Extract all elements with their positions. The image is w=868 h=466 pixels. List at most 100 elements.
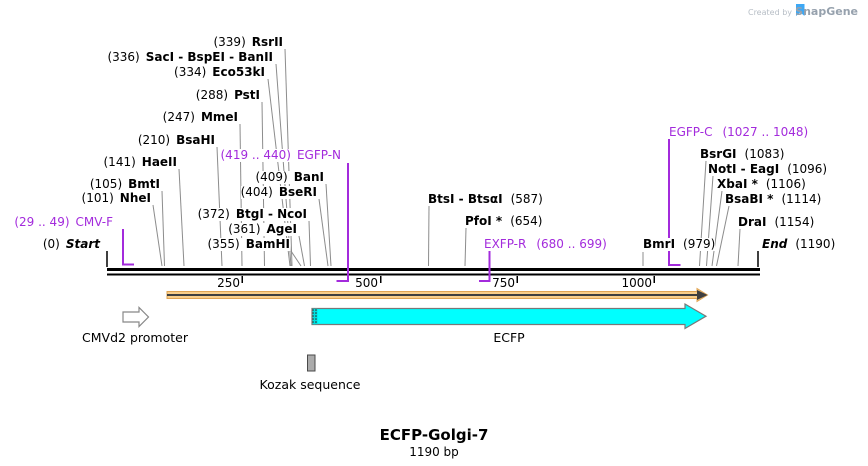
ruler-label-500: 500 [355, 276, 378, 290]
site-pos: (372) [197, 207, 230, 221]
kozak-box[interactable] [307, 354, 316, 372]
primer-label-cmv-f[interactable]: (29 .. 49) CMV-F [14, 216, 113, 229]
ruler-tick-1000 [653, 276, 655, 283]
site-name: PstI [234, 88, 260, 102]
primer-label-exfp-r[interactable]: EXFP-R(680 .. 699) [484, 238, 607, 251]
cmvd2-promoter-arrow[interactable] [122, 306, 150, 328]
site-label-bmti[interactable]: (105) BmtI [89, 177, 160, 191]
site-label-bseri[interactable]: (404) BseRI [240, 185, 317, 199]
marker-pos: (1190) [795, 237, 836, 251]
site-label-bsabi[interactable]: BsaBI *(1114) [725, 192, 822, 206]
ecfp-arrow-stippled-edge [312, 308, 318, 325]
connector-btsgrp [428, 205, 430, 267]
connector-notgrp [706, 175, 714, 267]
primer-mark-egfp-n[interactable] [336, 163, 349, 282]
site-label-haeii[interactable]: (141)HaeII [103, 156, 177, 169]
connector-btggrp [308, 220, 311, 267]
ecfp-arrow[interactable] [311, 302, 708, 330]
site-label-bamhi[interactable]: (355) BamHI [207, 238, 290, 251]
site-label-btsi-btsai[interactable]: BtsI - BtsαI (587) [428, 193, 543, 206]
ruler-label-250: 250 [217, 276, 240, 290]
primer-name: CMV-F [75, 215, 113, 229]
site-label-pfoi[interactable]: PfoI * (654) [465, 214, 543, 228]
primer-name: EGFP-N [296, 148, 341, 162]
marker-name: Start [65, 237, 100, 251]
site-name: NotI - EagI [708, 162, 780, 176]
site-pos: (1106) [765, 177, 806, 191]
site-label-noti-eagi[interactable]: NotI - EagI(1096) [708, 162, 828, 176]
site-pos: (361) [228, 222, 261, 236]
ruler-tick-750 [516, 276, 518, 283]
site-name: BtsI - BtsαI [428, 192, 503, 206]
site-name: BmrI [643, 237, 676, 251]
ruler-tick-250 [241, 276, 243, 283]
site-label-mmei[interactable]: (247)MmeI [162, 110, 238, 124]
site-name: BseRI [278, 185, 317, 199]
ecfp-label: ECFP [493, 330, 525, 345]
site-label-xbai[interactable]: XbaI *(1106) [717, 178, 806, 191]
primer-label-egfp-n[interactable]: (419 .. 440)EGFP-N [220, 148, 341, 162]
primer-label-egfp-c[interactable]: EGFP-C(1027 .. 1048) [669, 125, 809, 139]
primer-range: (29 .. 49) [14, 215, 70, 229]
site-label-nhei[interactable]: (101)NheI [81, 191, 151, 205]
primer-mark-cmv-f[interactable] [122, 229, 134, 266]
site-pos: (409) [255, 170, 288, 184]
created-by-text: Created by [747, 8, 792, 17]
site-pos: (355) [207, 237, 240, 251]
connector-bmti [161, 190, 165, 267]
site-pos: (334) [174, 65, 207, 79]
site-pos: (654) [510, 214, 543, 228]
primer-name: EGFP-C [669, 125, 713, 139]
ruler-label-1000: 1000 [621, 276, 652, 290]
site-name: PfoI * [465, 214, 503, 228]
orf-arrowhead [697, 290, 708, 300]
connector-haeii [178, 168, 185, 267]
site-pos: (404) [240, 185, 273, 199]
sequence-line-bottom [107, 273, 760, 276]
site-label-eco53ki[interactable]: (334)Eco53kI [174, 66, 265, 79]
start-marker-label: (0) Start [42, 237, 100, 251]
site-label-agei[interactable]: (361) AgeI [228, 223, 297, 236]
connector-xbai [711, 190, 723, 267]
primer-mark-egfp-c[interactable] [668, 139, 681, 266]
site-name: BmtI [128, 177, 160, 191]
site-label-btgi-ncoi[interactable]: (372) BtgI - NcoI [197, 207, 307, 221]
site-pos: (288) [195, 88, 229, 102]
end-marker-label: End(1190) [762, 237, 836, 251]
kozak-sequence-label: Kozak sequence [259, 377, 361, 392]
snapgene-brand-text: SnapGene [795, 5, 858, 18]
connector-nhei [152, 204, 163, 267]
connector-bsabi [716, 205, 730, 267]
site-label-rsrii[interactable]: (339)RsrII [213, 36, 283, 49]
primer-marks [122, 139, 681, 282]
site-pos: (336) [107, 50, 140, 64]
site-label-bsrgi[interactable]: BsrGI(1083) [700, 147, 785, 161]
site-name: BanI [293, 170, 324, 184]
site-name: BtgI - NcoI [235, 207, 307, 221]
site-label-saci-bspei-banii[interactable]: (336)SacI - BspEI - BanII [107, 51, 273, 64]
site-pos: (105) [89, 177, 123, 191]
site-pos: (339) [213, 35, 246, 49]
connector-drai [737, 228, 741, 267]
marker-pos: (0) [42, 237, 60, 251]
primer-range: (680 .. 699) [536, 237, 607, 251]
connector-bseri [318, 198, 329, 267]
site-label-bani[interactable]: (409) BanI [255, 171, 324, 184]
site-name: AgeI [266, 222, 297, 236]
site-pos: (101) [81, 191, 114, 205]
site-label-psti[interactable]: (288) PstI [195, 88, 260, 102]
site-label-bsahi[interactable]: (210)BsaHI [137, 133, 215, 147]
site-name: BsaHI [176, 133, 215, 147]
site-label-drai[interactable]: DraI(1154) [738, 216, 815, 229]
site-name: BamHI [245, 237, 290, 251]
site-pos: (1083) [744, 147, 785, 161]
site-label-bmri[interactable]: BmrI(979) [643, 237, 716, 251]
ruler-label-750: 750 [492, 276, 515, 290]
primer-mark-exfp-r[interactable] [479, 251, 491, 282]
site-name: MmeI [200, 110, 238, 124]
connector-bamhi [290, 250, 302, 267]
site-pos: (587) [510, 192, 543, 206]
site-pos: (1114) [781, 192, 822, 206]
connector-pfoi [464, 227, 467, 267]
